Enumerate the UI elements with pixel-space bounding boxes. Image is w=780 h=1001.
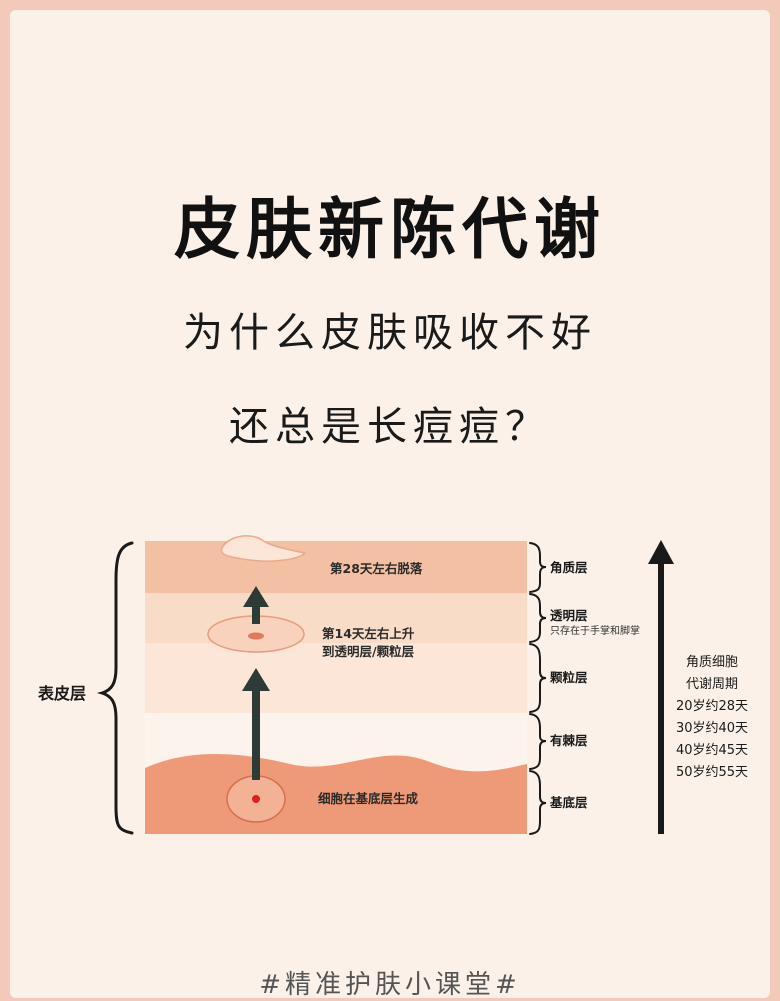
layer-note-lucidum: 只存在于手掌和脚掌 bbox=[550, 624, 640, 637]
shedding-cell-icon bbox=[220, 535, 307, 562]
subtitle-line-2: 还总是长痘痘？ bbox=[229, 404, 551, 450]
layer-name-granulosum: 颗粒层 bbox=[550, 670, 588, 685]
page-title: 皮肤新陈代谢 bbox=[174, 191, 606, 268]
rising-cell-nucleus-icon bbox=[248, 632, 264, 640]
stage-label-day14-line1: 第14天左右上升 bbox=[322, 626, 415, 641]
brace-lucidum-icon bbox=[529, 593, 547, 643]
brace-granulosum-icon bbox=[529, 643, 547, 713]
epidermis-label: 表皮层 bbox=[37, 684, 86, 703]
layer-band-granulosum bbox=[145, 643, 527, 713]
cycle-arrow-up-icon bbox=[648, 540, 674, 564]
stage-label-day28: 第28天左右脱落 bbox=[330, 561, 423, 576]
layer-name-lucidum: 透明层 bbox=[550, 608, 588, 623]
cycle-row-50: 50岁约55天 bbox=[676, 765, 748, 780]
cycle-row-20: 20岁约28天 bbox=[676, 699, 748, 714]
layer-name-basale: 基底层 bbox=[549, 795, 588, 810]
layer-name-spinosum: 有棘层 bbox=[550, 733, 588, 748]
brace-spinosum-icon bbox=[529, 713, 547, 770]
stage-label-origin: 细胞在基底层生成 bbox=[318, 791, 419, 806]
subtitle-line-1: 为什么皮肤吸收不好 bbox=[183, 310, 597, 356]
cycle-title-line1: 角质细胞 bbox=[686, 655, 738, 670]
brace-basale-icon bbox=[529, 770, 547, 835]
layer-braces bbox=[529, 542, 547, 835]
footer-hashtag: #精准护肤小课堂# bbox=[259, 970, 521, 1000]
arrow-up-upper-icon bbox=[243, 586, 269, 607]
layer-band-corneum bbox=[145, 541, 527, 593]
origin-cell-nucleus-icon bbox=[252, 795, 260, 803]
layer-name-corneum: 角质层 bbox=[550, 560, 588, 575]
brace-corneum-icon bbox=[529, 542, 547, 593]
epidermis-brace-icon bbox=[96, 541, 134, 835]
arrow-up-lower-icon bbox=[242, 668, 270, 691]
cycle-row-40: 40岁约45天 bbox=[676, 743, 748, 758]
stage-label-day14-line2: 到透明层/颗粒层 bbox=[322, 644, 415, 659]
cycle-row-30: 30岁约40天 bbox=[676, 721, 748, 736]
cycle-title-line2: 代谢周期 bbox=[686, 676, 738, 692]
